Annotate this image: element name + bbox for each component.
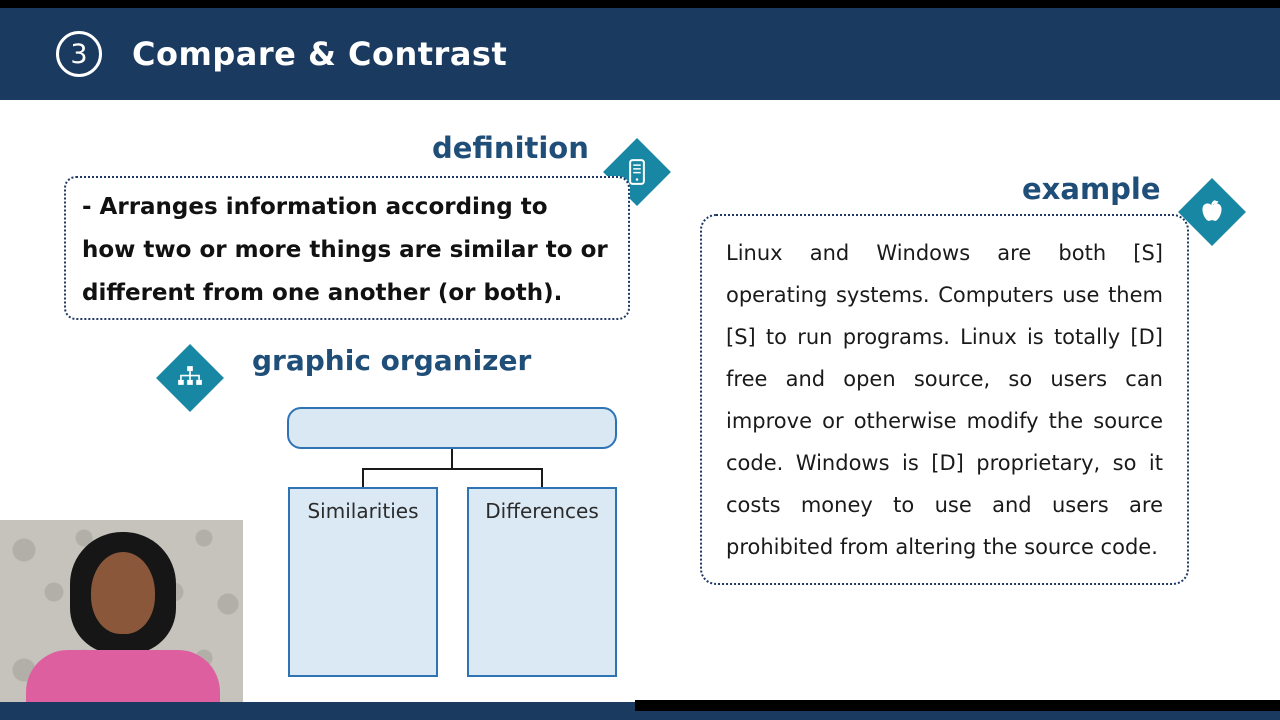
connector-line-vertical-top (451, 449, 453, 469)
header-bar: 3 Compare & Contrast (0, 8, 1280, 100)
graphic-organizer-label: graphic organizer (252, 344, 532, 377)
definition-text: - Arranges information according to how … (82, 194, 608, 306)
presenter-shirt (26, 650, 220, 702)
connector-line-horizontal (362, 468, 543, 470)
example-box: Linux and Windows are both [S] operating… (700, 214, 1189, 585)
tablet-icon (629, 159, 645, 185)
hierarchy-icon (178, 366, 202, 385)
connector-line-vertical-left (362, 468, 364, 487)
definition-label: definition (432, 131, 589, 165)
slide-number-badge: 3 (56, 31, 102, 77)
footer-black-bar (635, 700, 1280, 711)
apple-icon (1202, 199, 1222, 221)
example-diamond (1178, 178, 1246, 246)
presenter-face (91, 552, 155, 634)
organizer-similarities-box: Similarities (288, 487, 438, 677)
definition-box: - Arranges information according to how … (64, 176, 630, 320)
connector-line-vertical-right (541, 468, 543, 487)
top-black-strip (0, 0, 1280, 8)
graphic-organizer-diamond (156, 344, 224, 412)
slide-title: Compare & Contrast (132, 35, 508, 73)
organizer-top-box (287, 407, 617, 449)
slide-number: 3 (70, 38, 88, 70)
webcam-overlay (0, 520, 243, 702)
example-label: example (1022, 172, 1161, 206)
organizer-differences-box: Differences (467, 487, 617, 677)
example-text: Linux and Windows are both [S] operating… (726, 241, 1163, 559)
definition-diamond (603, 138, 671, 206)
